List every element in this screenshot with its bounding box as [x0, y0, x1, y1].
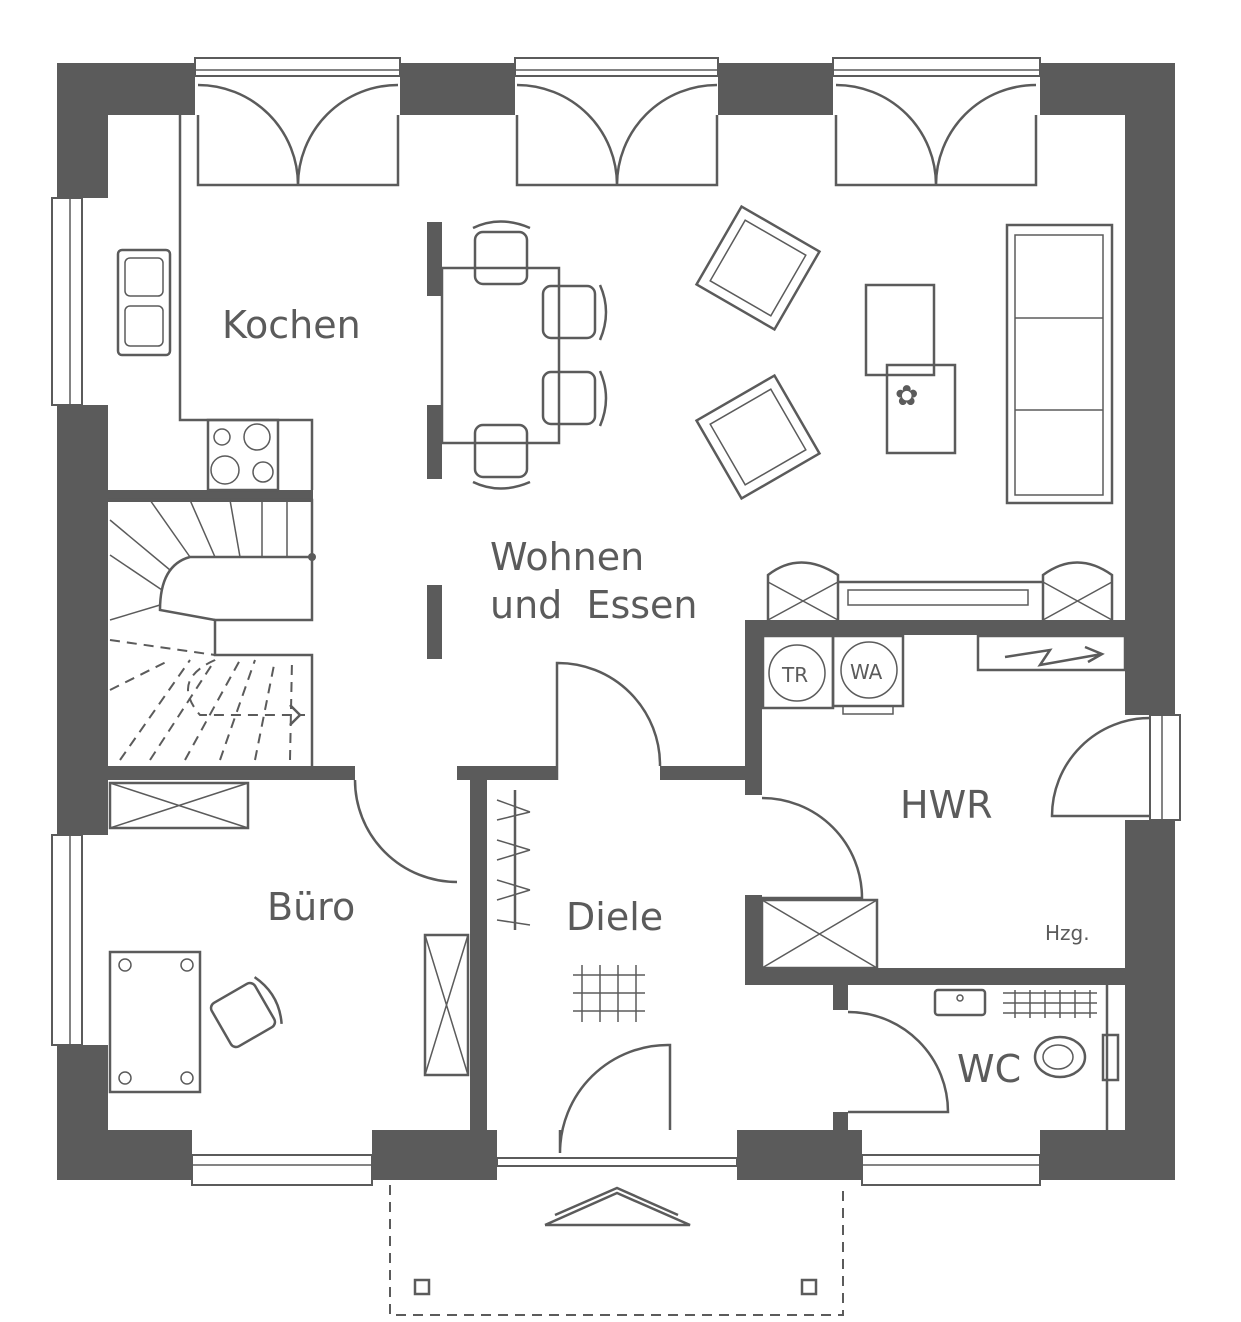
kitchen-counter	[116, 115, 314, 492]
room-label-essen: und Essen	[490, 583, 698, 627]
dryer-label: TR	[781, 663, 808, 687]
terrace-doors	[196, 83, 1038, 187]
wc-fixtures	[847, 985, 1120, 1130]
plant-icon: ✿	[895, 379, 918, 412]
staircase	[108, 498, 316, 766]
dining-table	[440, 220, 608, 490]
windows	[51, 57, 1181, 1186]
room-label-hwr: HWR	[900, 783, 993, 827]
office-furniture	[108, 779, 470, 1094]
washer-label: WA	[850, 660, 883, 684]
room-label-wc: WC	[957, 1047, 1021, 1091]
heating-label: Hzg.	[1045, 921, 1090, 945]
room-label-wohnen: Wohnen	[490, 535, 644, 579]
hallway-features	[389, 661, 844, 1316]
utility-room-features	[760, 634, 1151, 970]
living-furniture: ✿	[694, 204, 1114, 621]
room-label-diele: Diele	[566, 895, 663, 939]
room-label-buero: Büro	[267, 885, 355, 929]
outer-walls	[57, 63, 1175, 1180]
interior-walls	[108, 222, 1125, 1130]
room-label-kochen: Kochen	[222, 303, 361, 347]
